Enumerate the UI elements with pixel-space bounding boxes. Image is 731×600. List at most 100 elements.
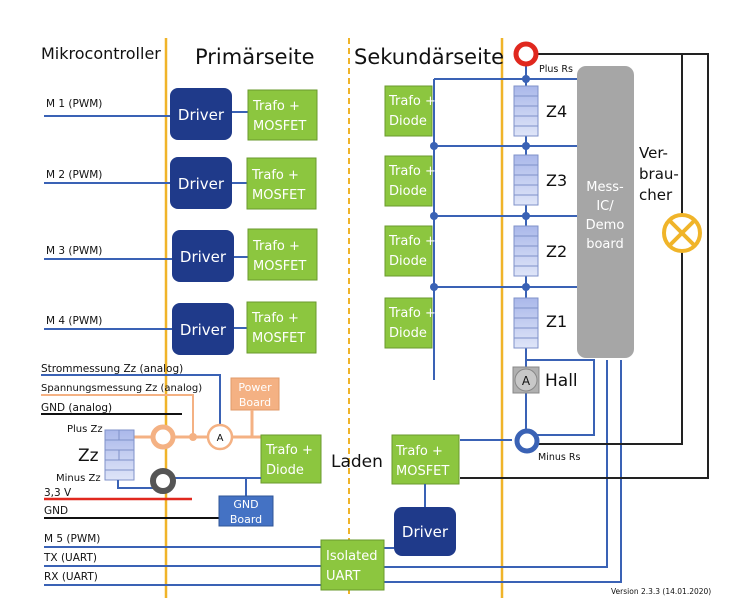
svg-text:Trafo +: Trafo + (265, 443, 313, 458)
svg-text:Trafo +: Trafo + (395, 444, 443, 459)
secondary-trafo-diode-2: Trafo + Diode (384, 225, 436, 277)
trafo-mosfet-box (247, 89, 318, 141)
lamp-icon (662, 213, 702, 253)
svg-text:Diode: Diode (266, 463, 304, 478)
pwm-channel-4: M 4 (PWM) Driver Trafo + MOSFET (44, 301, 317, 355)
minus-rs-label: Minus Rs (538, 452, 580, 463)
verbraucher-label: brau- (639, 165, 679, 183)
svg-text:Driver: Driver (402, 523, 449, 541)
svg-text:Diode: Diode (389, 114, 427, 129)
cell-label: Z4 (546, 102, 567, 121)
svg-text:Power: Power (238, 381, 272, 394)
version-label: Version 2.3.3 (14.01.2020) (611, 587, 711, 596)
svg-text:Board: Board (239, 396, 271, 409)
gnd-label: GND (44, 505, 68, 517)
driver-box (172, 303, 234, 355)
trafo-mosfet-box (246, 301, 317, 354)
cell-z3: Z3 (513, 154, 567, 206)
svg-text:UART: UART (326, 569, 360, 584)
cell-z4: Z4 (513, 85, 567, 137)
svg-text:Board: Board (230, 513, 262, 526)
plus-rs-label: Plus Rs (539, 64, 573, 75)
driver-box (170, 157, 232, 209)
svg-text:Diode: Diode (389, 254, 427, 269)
header-sekundaerseite: Sekundärseite (354, 45, 504, 69)
minus-zz-terminal (150, 468, 176, 494)
trafo-label: MOSFET (253, 119, 306, 134)
driver-box (172, 230, 234, 282)
svg-text:Trafo +: Trafo + (388, 234, 436, 249)
mess-ic-demoboard (577, 66, 634, 358)
secondary-trafo-diode-1: Trafo + Diode (384, 297, 436, 349)
svg-text:Trafo +: Trafo + (388, 306, 436, 321)
driver-label: Driver (178, 175, 225, 193)
svg-text:Diode: Diode (389, 326, 427, 341)
svg-text:GND: GND (233, 498, 258, 511)
isolated-uart (320, 539, 385, 591)
laden-label: Laden (331, 452, 383, 472)
gnd-board (218, 495, 274, 527)
plus-zz-label: Plus Zz (67, 424, 103, 435)
load-wiring (460, 53, 709, 479)
svg-text:Demo: Demo (586, 218, 625, 233)
secondary-trafo-diode-4: Trafo + Diode (384, 85, 436, 137)
cell-label: Z1 (546, 312, 567, 331)
hall-label: Hall (545, 371, 578, 391)
svg-text:A: A (522, 374, 531, 388)
v33-label: 3,3 V (44, 487, 72, 499)
svg-text:MOSFET: MOSFET (396, 464, 449, 479)
svg-text:board: board (586, 237, 624, 252)
pwm-label: M 3 (PWM) (46, 245, 102, 257)
trafo-label: MOSFET (253, 259, 306, 274)
power-board (230, 377, 280, 411)
driver-box (170, 88, 232, 140)
bus-label-rx: RX (UART) (44, 571, 98, 583)
driver-label: Driver (178, 106, 225, 124)
cell-label: Z3 (546, 171, 567, 190)
gnd-analog-label: GND (analog) (41, 402, 112, 414)
strom-label: Strommessung Zz (analog) (41, 363, 183, 375)
pwm-channel-1: M 1 (PWM) Driver Trafo + MOSFET (44, 88, 318, 141)
pwm-channel-2: M 2 (PWM) Driver Trafo + MOSFET (44, 157, 317, 210)
svg-text:A: A (217, 433, 224, 444)
spannung-label: Spannungsmessung Zz (analog) (41, 383, 202, 394)
svg-text:IC/: IC/ (596, 199, 614, 214)
trafo-label: Trafo + (252, 99, 300, 114)
pwm-label: M 4 (PWM) (46, 315, 102, 327)
plus-zz-terminal (150, 424, 176, 450)
bus-label-tx: TX (UART) (43, 552, 97, 564)
cell-zz (104, 429, 135, 481)
zz-trafo-diode (260, 434, 322, 484)
header-primaerseite: Primärseite (195, 45, 315, 69)
svg-text:Isolated: Isolated (326, 549, 378, 564)
svg-text:Trafo +: Trafo + (388, 164, 436, 179)
minus-zz-label: Minus Zz (56, 473, 101, 484)
driver-label: Driver (180, 248, 227, 266)
laden-driver (394, 507, 456, 556)
verbraucher-label: Ver- (639, 144, 668, 162)
pwm-label: M 2 (PWM) (46, 169, 102, 181)
pwm-label: M 1 (PWM) (46, 98, 102, 110)
minus-rs-terminal (514, 428, 540, 454)
trafo-mosfet-box (246, 157, 317, 210)
zz-label: Zz (78, 446, 99, 466)
junction-dots (430, 75, 530, 291)
svg-text:Trafo +: Trafo + (388, 94, 436, 109)
svg-text:Diode: Diode (389, 184, 427, 199)
junction-dot (189, 433, 197, 441)
trafo-label: Trafo + (251, 311, 299, 326)
plus-rs-terminal (513, 41, 539, 67)
svg-text:Mess-: Mess- (586, 180, 624, 195)
trafo-label: MOSFET (252, 331, 305, 346)
trafo-label: Trafo + (252, 239, 300, 254)
trafo-mosfet-box (247, 228, 318, 281)
pwm-channel-3: M 3 (PWM) Driver Trafo + MOSFET (44, 228, 318, 282)
bus-label-m5: M 5 (PWM) (44, 533, 100, 545)
cell-label: Z2 (546, 242, 567, 261)
verbraucher-label: cher (639, 186, 673, 204)
cell-z1: Z1 (513, 297, 567, 349)
ammeter (206, 423, 234, 451)
trafo-label: Trafo + (251, 168, 299, 183)
secondary-trafo-diode-3: Trafo + Diode (384, 155, 436, 207)
